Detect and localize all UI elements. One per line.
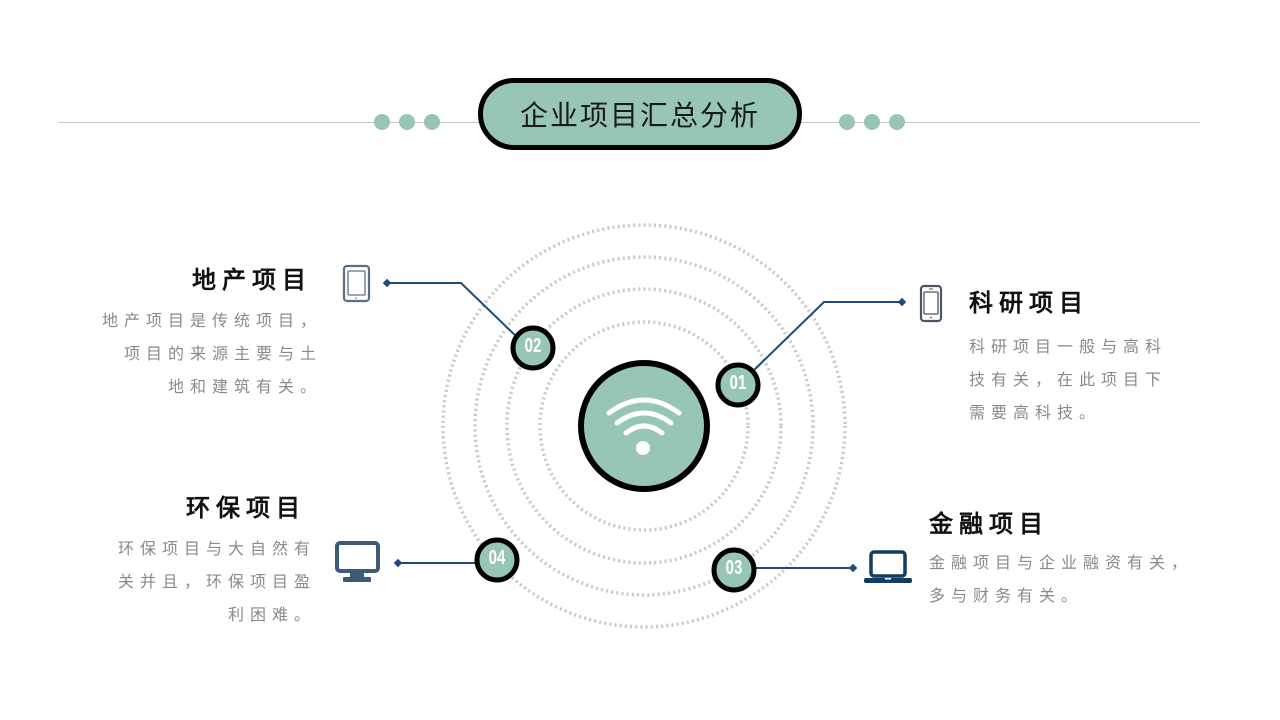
smartphone-icon: [919, 284, 943, 323]
badge-02: [510, 325, 556, 371]
badge-number-04: 04: [488, 547, 506, 569]
badge-number-01: 01: [729, 372, 747, 394]
decor-dots-right: [839, 114, 907, 130]
desc-line: 项目的来源主要与土: [123, 344, 322, 363]
dot: [374, 114, 390, 130]
desc-line: 地产项目是传统项目，: [101, 311, 322, 330]
dot: [889, 114, 905, 130]
wifi-dot: [636, 441, 650, 455]
badge-number-03: 03: [725, 557, 743, 579]
desc-line: 利困难。: [227, 605, 316, 624]
item-heading-research: 科研项目: [969, 288, 1089, 317]
concentric-rings: [441, 223, 847, 629]
page-title: 企业项目汇总分析: [519, 99, 760, 132]
connector-02: [387, 282, 521, 341]
item-description-research: 科研项目一般与高科 技有关，在此项目下 需要高科技。: [969, 330, 1209, 429]
title-banner: 企业项目汇总分析: [478, 78, 802, 150]
item-description-environmental: 环保项目与大自然有 关并且，环保项目盈 利困难。: [76, 532, 316, 631]
connector-01: [751, 301, 902, 373]
ring-3: [473, 255, 815, 597]
item-description-finance: 金融项目与企业融资有关， 多与财务有关。: [929, 546, 1229, 612]
laptop-icon: [864, 550, 912, 583]
item-description-real-estate: 地产项目是传统项目， 项目的来源主要与土 地和建筑有关。: [62, 304, 322, 403]
item-heading-real-estate: 地产项目: [192, 265, 312, 294]
item-heading-finance: 金融项目: [929, 509, 1049, 538]
badge-number-02: 02: [524, 335, 542, 357]
desc-line: 地和建筑有关。: [167, 377, 322, 396]
dot: [839, 114, 855, 130]
ring-2: [505, 287, 783, 565]
dot: [864, 114, 880, 130]
connectors: [387, 282, 902, 569]
desc-line: 关并且，环保项目盈: [117, 572, 316, 591]
ring-inner: [538, 320, 750, 532]
ring-outer: [441, 223, 847, 629]
badge-01: [715, 362, 761, 408]
dot: [399, 114, 415, 130]
diamond-marker: [382, 278, 392, 288]
desc-line: 需要高科技。: [969, 403, 1102, 422]
badge-03: [711, 547, 757, 593]
desc-line: 技有关，在此项目下: [969, 370, 1168, 389]
badge-04: [474, 537, 520, 583]
connector-endpoints: [382, 278, 907, 573]
tablet-icon: [342, 264, 371, 303]
diamond-marker: [393, 558, 403, 568]
monitor-icon: [335, 541, 380, 582]
center-hub: [578, 360, 710, 492]
wifi-icon: [606, 397, 682, 436]
item-heading-environmental: 环保项目: [186, 493, 306, 522]
diamond-marker: [848, 563, 858, 573]
desc-line: 科研项目一般与高科: [969, 337, 1168, 356]
decor-dots-left: [374, 114, 442, 130]
desc-line: 环保项目与大自然有: [117, 539, 316, 558]
dot: [424, 114, 440, 130]
desc-line: 多与财务有关。: [929, 586, 1084, 605]
desc-line: 金融项目与企业融资有关，: [929, 553, 1194, 572]
diamond-marker: [897, 297, 907, 307]
